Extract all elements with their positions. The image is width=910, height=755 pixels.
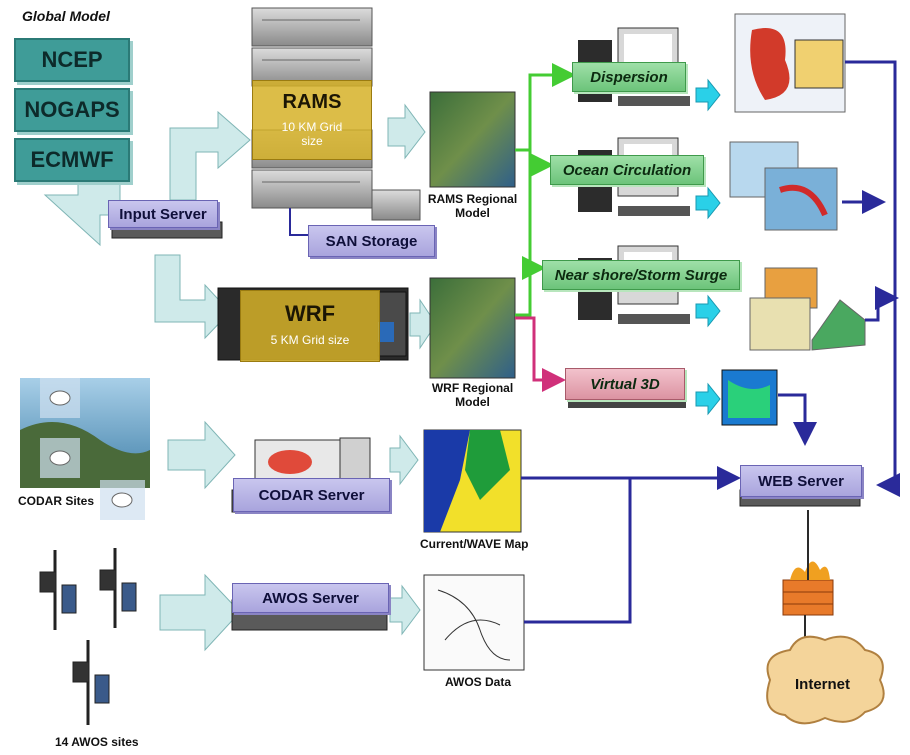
internet-label: Internet xyxy=(795,676,851,693)
rams-model-box: RAMS 10 KM Grid size xyxy=(252,80,372,160)
app-dispersion: Dispersion xyxy=(572,62,686,92)
san-storage: SAN Storage xyxy=(308,225,435,257)
global-model-label: Global Model xyxy=(22,8,110,24)
rams-regional-line1: RAMS Regional xyxy=(427,192,518,206)
app-virtual-3d: Virtual 3D xyxy=(565,368,685,400)
rams-regional-line2: Model xyxy=(455,206,490,220)
wrf-name: WRF xyxy=(284,301,336,326)
arrow-input-to-rams xyxy=(169,110,251,201)
awos-sites-label: 14 AWOS sites xyxy=(55,735,139,749)
input-server: Input Server xyxy=(108,200,218,228)
green-connectors xyxy=(515,63,576,317)
rams-grid-line2: size xyxy=(301,134,323,148)
wrf-model-box: WRF 5 KM Grid size xyxy=(240,290,380,362)
model-ncep: NCEP xyxy=(14,38,130,82)
rams-regional-label: RAMS Regional Model xyxy=(420,192,525,220)
cyan-arrows xyxy=(695,78,721,416)
app-nearshore-storm-surge: Near shore/Storm Surge xyxy=(542,260,740,290)
app-ocean-circulation: Ocean Circulation xyxy=(550,155,704,185)
map-thumbnail-icon xyxy=(423,91,525,671)
model-ecmwf: ECMWF xyxy=(14,138,130,182)
cloud-icon xyxy=(766,635,885,725)
arrow-codar-to-map xyxy=(389,434,419,486)
web-server: WEB Server xyxy=(740,465,862,497)
navy-connectors xyxy=(521,60,900,624)
magenta-connector xyxy=(515,316,566,392)
arrow-awos-to-data xyxy=(389,584,421,636)
awos-data-label: AWOS Data xyxy=(445,675,512,689)
wrf-regional-line2: Model xyxy=(455,395,490,409)
current-wave-label: Current/WAVE Map xyxy=(420,537,529,551)
arrow-rams-to-map xyxy=(387,103,426,160)
firewall-icon xyxy=(782,510,834,645)
rams-name: RAMS xyxy=(282,91,342,113)
wrf-regional-line1: WRF Regional xyxy=(431,381,514,395)
wrf-grid: 5 KM Grid size xyxy=(270,333,350,347)
rams-grid-line1: 10 KM Grid xyxy=(281,120,343,134)
codar-sites-label: CODAR Sites xyxy=(18,494,95,508)
arrow-wrf-to-map xyxy=(409,298,437,350)
result-map-icon xyxy=(721,13,866,426)
weather-station-icon xyxy=(39,548,137,725)
arrow-awos-to-server xyxy=(159,573,241,652)
codar-server: CODAR Server xyxy=(233,478,390,512)
awos-server: AWOS Server xyxy=(232,583,389,613)
arrow-codar-to-server xyxy=(167,420,236,490)
codar-site-photo xyxy=(20,378,150,520)
model-nogaps: NOGAPS xyxy=(14,88,130,132)
wrf-regional-label: WRF Regional Model xyxy=(420,381,525,409)
